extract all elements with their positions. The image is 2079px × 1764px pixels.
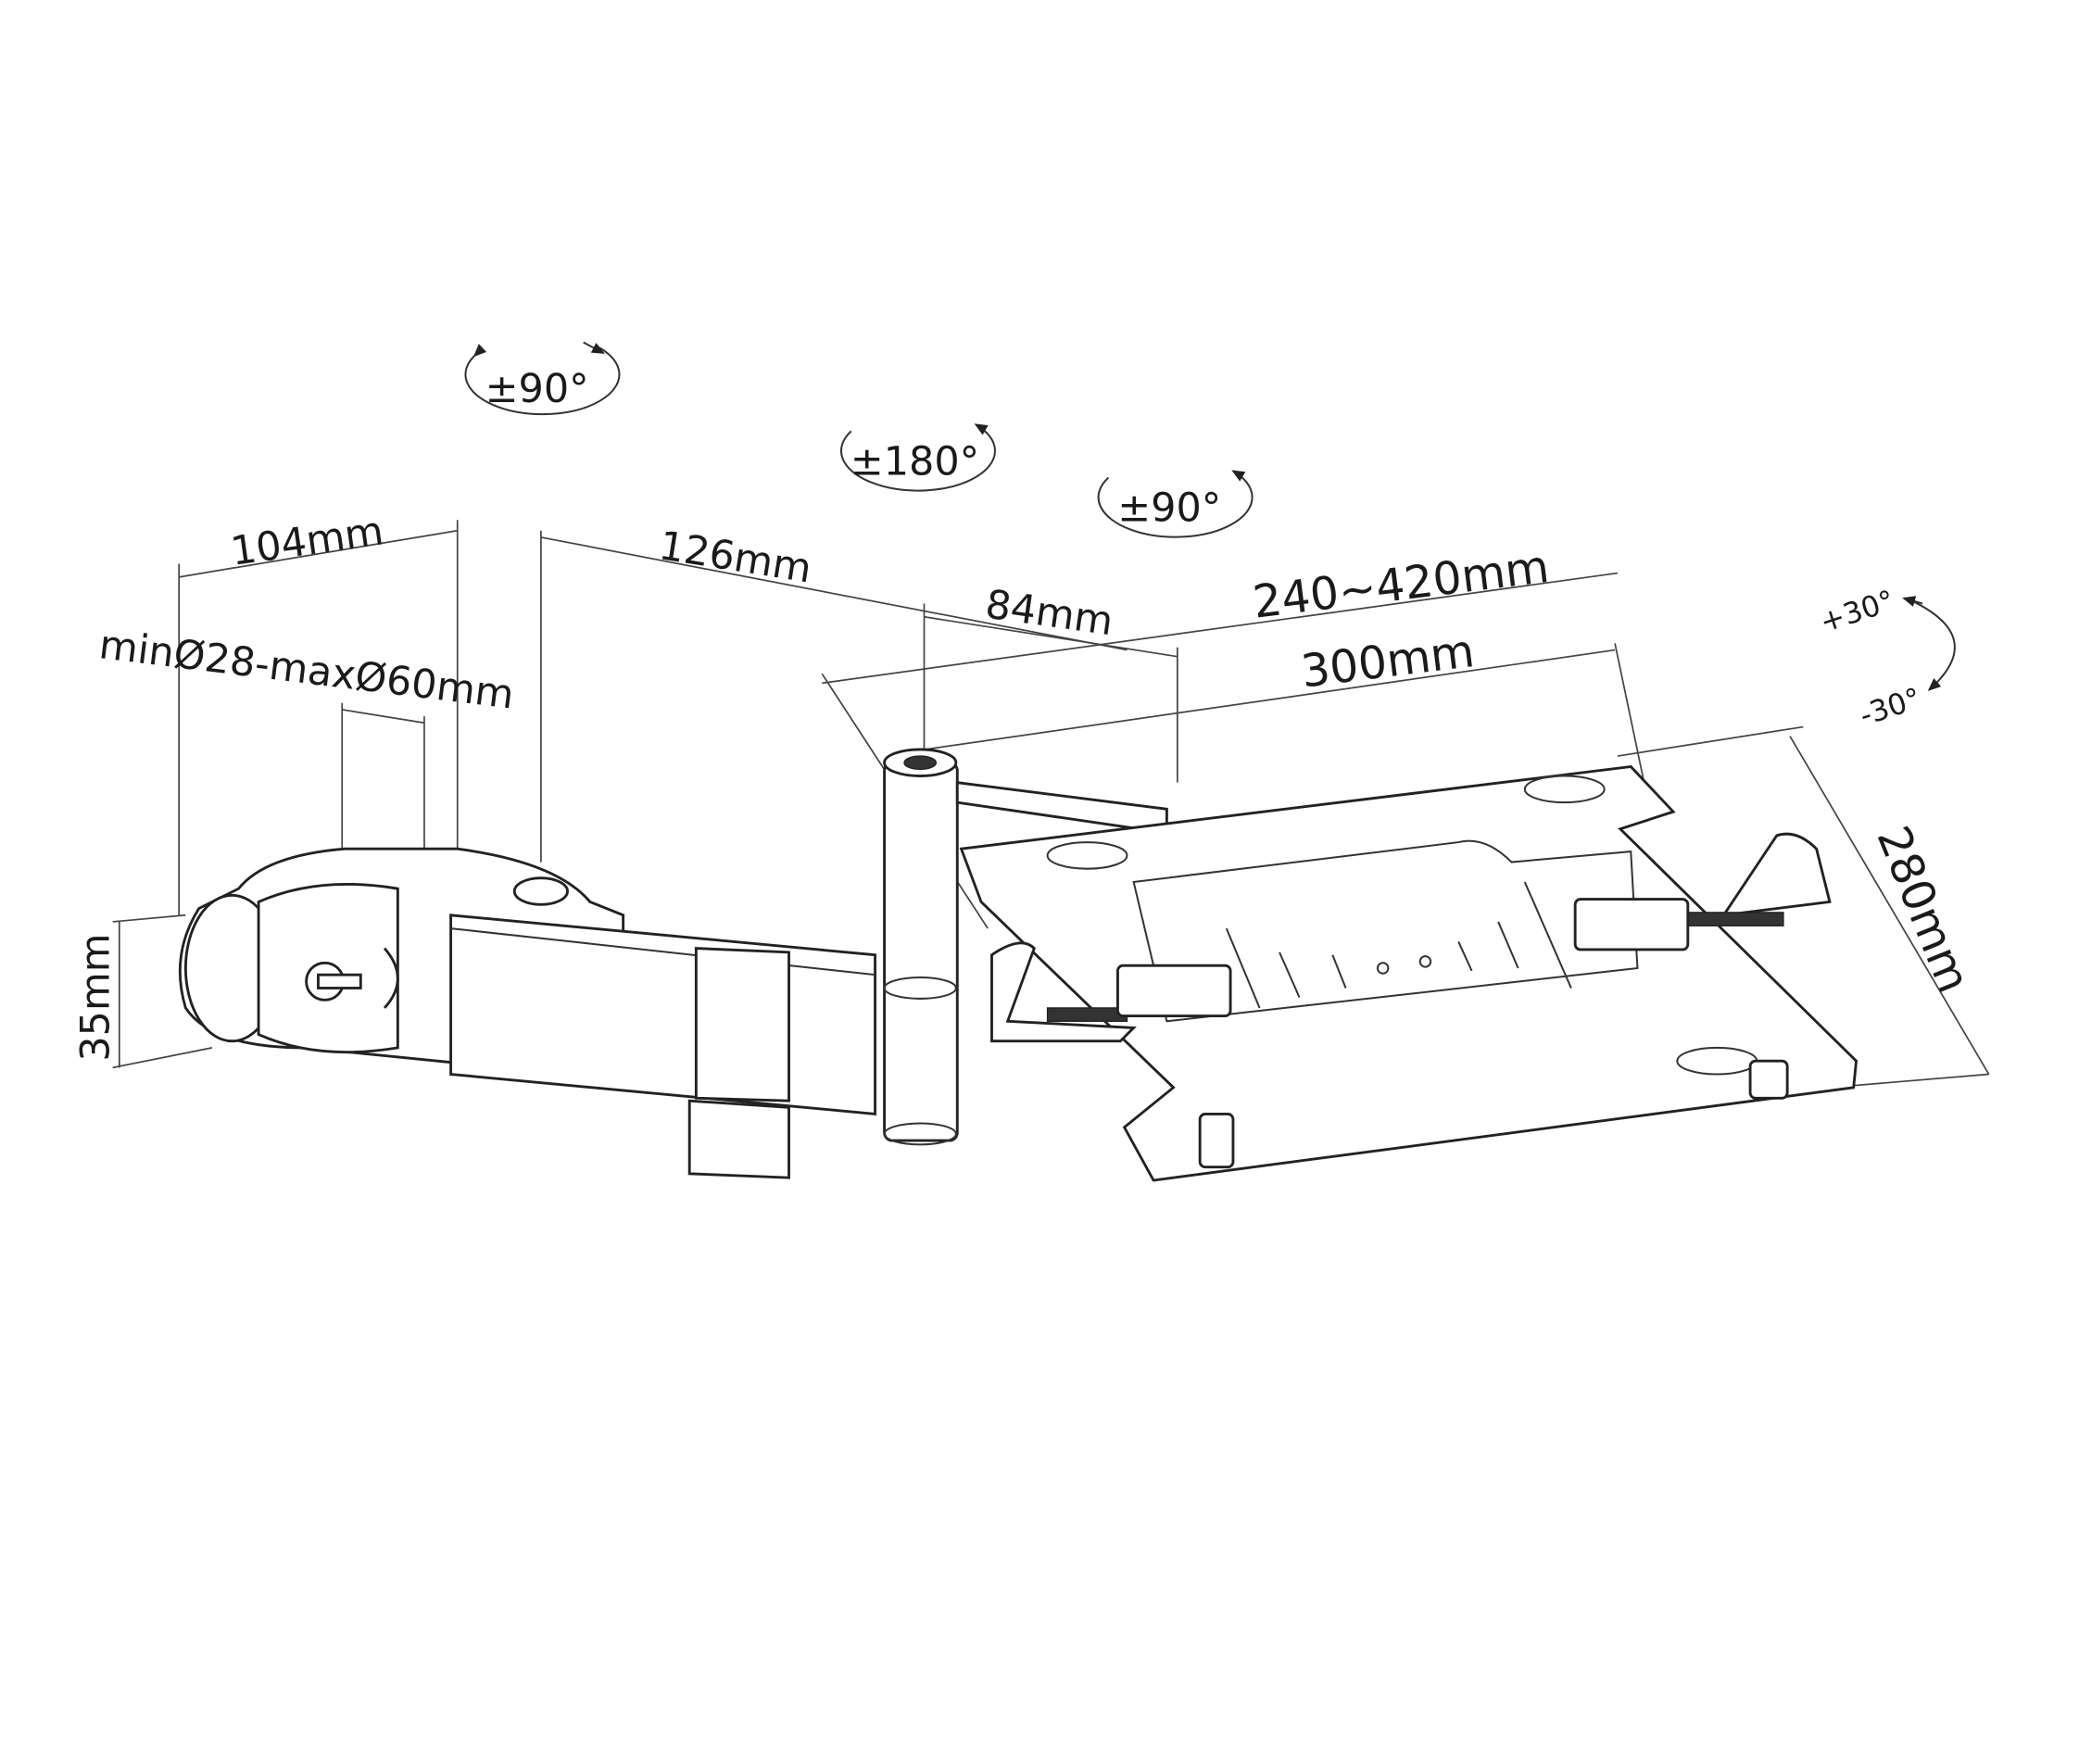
tilt-indicator: +30° -30° bbox=[1816, 585, 1956, 733]
rotation-indicator-arm: ±180° bbox=[840, 423, 996, 492]
dim-tray-adjustable-width: 240~420mm bbox=[1250, 541, 1552, 629]
tilt-up-label: +30° bbox=[1816, 585, 1898, 640]
dim-arm-length: 126mm bbox=[656, 523, 814, 592]
rotation-label-clamp: ±90° bbox=[485, 366, 589, 412]
dim-tray-depth: 280mm bbox=[1867, 819, 1980, 1000]
vent-slots bbox=[1225, 881, 1572, 1009]
extension-arm bbox=[449, 914, 876, 1179]
pole-clamp bbox=[178, 847, 625, 1069]
dim-tray-width: 300mm bbox=[1298, 625, 1477, 698]
rotation-indicator-tray: ±90° bbox=[1097, 470, 1254, 538]
tilt-down-label: -30° bbox=[1856, 682, 1925, 733]
rotation-label-tray: ±90° bbox=[1117, 485, 1221, 532]
rotation-label-arm: ±180° bbox=[850, 439, 979, 485]
dim-joint-length: 84mm bbox=[983, 582, 1116, 646]
laptop-tray bbox=[959, 764, 1858, 1182]
pivot-post bbox=[883, 748, 1168, 1146]
dim-clamp-depth: 104mm bbox=[228, 508, 386, 575]
rotation-indicator-clamp: ±90° bbox=[464, 341, 621, 416]
dim-pole-diameter: minØ28-maxØ60mm bbox=[96, 622, 516, 719]
dim-clamp-height: 35mm bbox=[72, 933, 119, 1061]
